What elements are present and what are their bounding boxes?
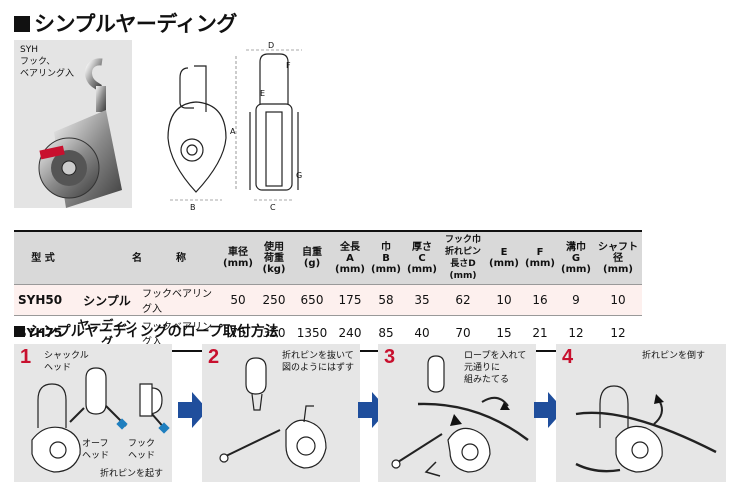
col-header: 名 <box>72 230 142 285</box>
step-4-illustration <box>575 385 717 473</box>
col-header: F (mm) <box>522 230 558 285</box>
col-header: 溝巾 G (mm) <box>558 230 594 285</box>
arrow-right-icon <box>534 392 564 428</box>
step-1-number: 1 <box>20 346 32 368</box>
dimension-drawing: D F E A B C G <box>167 42 302 212</box>
col-header: 自重 (g) <box>292 230 332 285</box>
step-panel-1: 1 シャックル ヘッド オーフ ヘッド フック ヘッド 折れピンを起す <box>14 344 172 482</box>
cell-value: 58 <box>368 284 404 316</box>
step-1-note-shackle: シャックル ヘッド <box>44 351 89 373</box>
table-header-row: 型 式 名 称 車径 (mm) 使用 荷重 (kg) 自重 (g) 全長 A (… <box>14 230 642 285</box>
cell-value: 9 <box>558 284 594 316</box>
cell-value: 10 <box>594 284 642 316</box>
cell-value: 50 <box>220 284 256 316</box>
col-header: 車径 (mm) <box>220 230 256 285</box>
col-header: 使用 荷重 (kg) <box>256 230 292 285</box>
step-1-note-pin: 折れピンを起す <box>100 469 164 479</box>
step-1-note-oval: オーフ ヘッド <box>82 439 110 461</box>
page-title: シンプルヤーディング <box>14 8 237 38</box>
col-header: 称 <box>142 230 220 285</box>
col-header: E (mm) <box>486 230 522 285</box>
cell-value: 175 <box>332 284 368 316</box>
cell-variant: フックベアリング入 <box>142 284 220 316</box>
title-square-icon <box>14 16 30 32</box>
col-header: 厚さ C (mm) <box>404 230 440 285</box>
cell-value: 1350 <box>292 315 332 352</box>
dim-label-c: C <box>270 203 276 212</box>
dim-label-a: A <box>230 127 236 136</box>
step-panel-2: 2 折れピンを抜いて 図のようにはずす <box>202 344 360 482</box>
dim-label-b: B <box>190 203 196 212</box>
cell-value: 650 <box>292 284 332 316</box>
arrow-right-icon <box>358 392 388 428</box>
step-panel-4: 4 折れピンを倒す <box>556 344 726 482</box>
cell-name: シンプル <box>72 284 142 316</box>
step-4-number: 4 <box>562 346 574 368</box>
step-2-number: 2 <box>208 346 220 368</box>
product-photo: SYH フック、 ベアリング入 <box>14 40 132 208</box>
section-title: シンプルヤーディングのロープ取付方法 <box>14 321 279 341</box>
step-4-note: 折れピンを倒す <box>642 351 706 361</box>
cell-model: SYH50 <box>14 284 72 316</box>
photo-caption: SYH フック、 ベアリング入 <box>20 45 75 79</box>
cell-value: 62 <box>440 284 486 316</box>
col-header: 全長 A (mm) <box>332 230 368 285</box>
pulley-photo-illustration <box>38 58 122 208</box>
cell-value: 16 <box>522 284 558 316</box>
step-3-note: ロープを入れて 元通りに 組みたてる <box>464 351 527 385</box>
cell-value: 250 <box>256 284 292 316</box>
step-3-illustration <box>391 355 529 477</box>
step-1-illustration <box>31 367 170 473</box>
step-3-number: 3 <box>384 346 396 368</box>
dim-label-g: G <box>296 171 302 180</box>
title-text: シンプルヤーディング <box>34 12 237 36</box>
section-square-icon <box>14 326 25 337</box>
table-row: SYH50 シンプル フックベアリング入 50 250 650 175 58 3… <box>14 284 642 316</box>
step-1-note-hook: フック ヘッド <box>128 439 156 461</box>
col-header: 型 式 <box>14 230 72 285</box>
dim-label-f: F <box>286 61 291 70</box>
col-header: 巾 B (mm) <box>368 230 404 285</box>
cell-value: 10 <box>486 284 522 316</box>
dim-label-e: E <box>260 89 265 98</box>
step-2-note: 折れピンを抜いて 図のようにはずす <box>282 351 355 373</box>
cell-value: 35 <box>404 284 440 316</box>
step-2-illustration <box>219 357 327 469</box>
col-header: フック巾 折れピン 長さD (mm) <box>440 230 486 285</box>
step-panel-3: 3 ロープを入れて 元通りに 組みたてる <box>378 344 536 482</box>
col-header: シャフト 径 (mm) <box>594 230 642 285</box>
arrow-right-icon <box>178 392 208 428</box>
dim-label-d: D <box>268 42 274 50</box>
spec-table: 型 式 名 称 車径 (mm) 使用 荷重 (kg) 自重 (g) 全長 A (… <box>14 230 642 352</box>
